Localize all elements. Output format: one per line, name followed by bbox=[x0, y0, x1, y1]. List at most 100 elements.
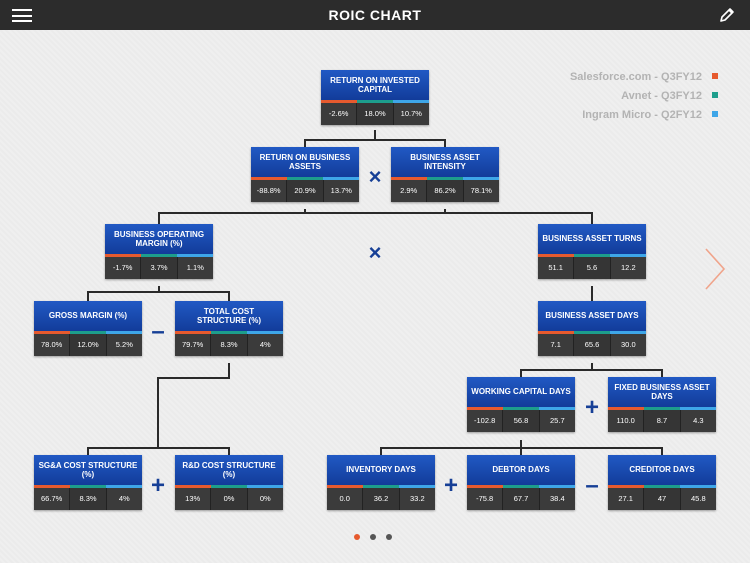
value-avnet: 5.6 bbox=[574, 257, 611, 279]
value-salesforce: 27.1 bbox=[608, 488, 645, 510]
value-salesforce: 0.0 bbox=[327, 488, 364, 510]
node-business-operating-margin[interactable]: Business Operating Margin (%) -1.7%3.7%1… bbox=[105, 224, 213, 279]
node-label: Business Operating Margin (%) bbox=[105, 224, 213, 254]
legend-item-salesforce: Salesforce.com - Q3FY12 bbox=[570, 70, 718, 89]
legend-item-ingram: Ingram Micro - Q2FY12 bbox=[570, 108, 718, 127]
page-dot[interactable] bbox=[370, 534, 376, 540]
color-bars bbox=[467, 407, 575, 410]
value-ingram: 4% bbox=[118, 494, 130, 503]
value-avnet: 86.2% bbox=[427, 180, 464, 202]
multiply-operator: × bbox=[368, 164, 382, 189]
value-avnet: 18.0% bbox=[357, 103, 394, 125]
value-avnet: 65.6 bbox=[574, 334, 611, 356]
legend-swatch-avnet bbox=[712, 92, 718, 98]
legend-swatch-salesforce bbox=[712, 73, 718, 79]
page-dot[interactable] bbox=[386, 534, 392, 540]
multiply-operator: × bbox=[368, 240, 382, 265]
node-fixed-business-asset-days[interactable]: Fixed Business Asset Days 110.08.7 4.3 bbox=[608, 377, 716, 432]
hamburger-menu-icon[interactable] bbox=[12, 9, 32, 22]
node-label: Fixed Business Asset Days bbox=[608, 377, 716, 407]
value-ingram: 38.4 bbox=[550, 494, 565, 503]
plus-operator: + bbox=[443, 472, 458, 499]
color-bars bbox=[538, 331, 646, 334]
value-avnet: 56.8 bbox=[503, 410, 540, 432]
value-salesforce: -1.7% bbox=[105, 257, 142, 279]
value-avnet: 67.7 bbox=[503, 488, 540, 510]
color-bars bbox=[321, 100, 429, 103]
pencil-edit-icon[interactable] bbox=[718, 6, 736, 24]
node-sga-cost-structure[interactable]: SG&A Cost Structure (%) 66.7%8.3% 4% bbox=[34, 455, 142, 510]
node-debtor-days[interactable]: Debtor Days -75.867.7 38.4 bbox=[467, 455, 575, 510]
node-label: Creditor Days bbox=[608, 455, 716, 485]
value-ingram: 10.7% bbox=[400, 109, 422, 118]
node-label: Working Capital Days bbox=[467, 377, 575, 407]
value-ingram: 45.8 bbox=[691, 494, 706, 503]
legend-swatch-ingram bbox=[712, 111, 718, 117]
value-ingram: 30.0 bbox=[621, 340, 636, 349]
value-ingram: 4% bbox=[259, 340, 271, 349]
node-label: R&D Cost Structure (%) bbox=[175, 455, 283, 485]
node-label: Business Asset Days bbox=[538, 301, 646, 331]
value-ingram: 78.1% bbox=[470, 186, 492, 195]
color-bars bbox=[327, 485, 435, 488]
node-label: Inventory Days bbox=[327, 455, 435, 485]
color-bars bbox=[175, 331, 283, 334]
legend-item-avnet: Avnet - Q3FY12 bbox=[570, 89, 718, 108]
value-avnet: 3.7% bbox=[141, 257, 178, 279]
node-business-asset-days[interactable]: Business Asset Days 7.165.6 30.0 bbox=[538, 301, 646, 356]
page-indicator bbox=[354, 534, 402, 540]
value-salesforce: -88.8% bbox=[251, 180, 288, 202]
color-bars bbox=[34, 331, 142, 334]
node-label: Return on Business Assets bbox=[251, 147, 359, 177]
color-bars bbox=[391, 177, 499, 180]
node-return-on-business-assets[interactable]: Return on Business Assets -88.8%20.9%13.… bbox=[251, 147, 359, 202]
value-salesforce: 110.0 bbox=[608, 410, 645, 432]
value-salesforce: -2.6% bbox=[321, 103, 358, 125]
value-avnet: 8.3% bbox=[70, 488, 107, 510]
value-ingram: 0% bbox=[259, 494, 271, 503]
node-creditor-days[interactable]: Creditor Days 27.147 45.8 bbox=[608, 455, 716, 510]
node-gross-margin[interactable]: Gross Margin (%) 78.0%12.0%5.2% bbox=[34, 301, 142, 356]
color-bars bbox=[34, 485, 142, 488]
value-salesforce: 7.1 bbox=[538, 334, 575, 356]
node-inventory-days[interactable]: Inventory Days 0.036.2 33.2 bbox=[327, 455, 435, 510]
value-ingram: 25.7 bbox=[550, 416, 565, 425]
node-business-asset-turns[interactable]: Business Asset Turns 51.15.6 12.2 bbox=[538, 224, 646, 279]
node-business-asset-intensity[interactable]: Business Asset Intensity 2.9%86.2%78.1% bbox=[391, 147, 499, 202]
node-label: Debtor Days bbox=[467, 455, 575, 485]
value-avnet: 47 bbox=[644, 488, 681, 510]
page-dot-active[interactable] bbox=[354, 534, 360, 540]
color-bars bbox=[608, 407, 716, 410]
value-salesforce: -102.8 bbox=[467, 410, 504, 432]
value-salesforce: 78.0% bbox=[34, 334, 71, 356]
minus-operator: – bbox=[151, 318, 165, 345]
value-salesforce: 51.1 bbox=[538, 257, 575, 279]
page-title: ROIC CHART bbox=[328, 7, 422, 23]
node-rnd-cost-structure[interactable]: R&D Cost Structure (%) 13%0%0% bbox=[175, 455, 283, 510]
chevron-right-icon[interactable] bbox=[702, 246, 728, 292]
node-label: Return on Invested Capital bbox=[321, 70, 429, 100]
legend: Salesforce.com - Q3FY12 Avnet - Q3FY12 I… bbox=[570, 70, 718, 127]
value-ingram: 12.2 bbox=[621, 263, 636, 272]
node-roic[interactable]: Return on Invested Capital -2.6%18.0% 10.… bbox=[321, 70, 429, 125]
value-avnet: 8.3% bbox=[211, 334, 248, 356]
node-label: Business Asset Turns bbox=[538, 224, 646, 254]
value-avnet: 20.9% bbox=[287, 180, 324, 202]
color-bars bbox=[538, 254, 646, 257]
value-avnet: 8.7 bbox=[644, 410, 681, 432]
value-avnet: 36.2 bbox=[363, 488, 400, 510]
node-label: SG&A Cost Structure (%) bbox=[34, 455, 142, 485]
node-working-capital-days[interactable]: Working Capital Days -102.856.8 25.7 bbox=[467, 377, 575, 432]
value-salesforce: 66.7% bbox=[34, 488, 71, 510]
color-bars bbox=[175, 485, 283, 488]
node-label: Business Asset Intensity bbox=[391, 147, 499, 177]
value-avnet: 0% bbox=[211, 488, 248, 510]
top-bar: ROIC CHART bbox=[0, 0, 750, 30]
node-total-cost-structure[interactable]: Total Cost Structure (%) 79.7%8.3%4% bbox=[175, 301, 283, 356]
value-salesforce: -75.8 bbox=[467, 488, 504, 510]
value-ingram: 33.2 bbox=[410, 494, 425, 503]
value-ingram: 4.3 bbox=[693, 416, 704, 425]
node-label: Total Cost Structure (%) bbox=[175, 301, 283, 331]
color-bars bbox=[105, 254, 213, 257]
